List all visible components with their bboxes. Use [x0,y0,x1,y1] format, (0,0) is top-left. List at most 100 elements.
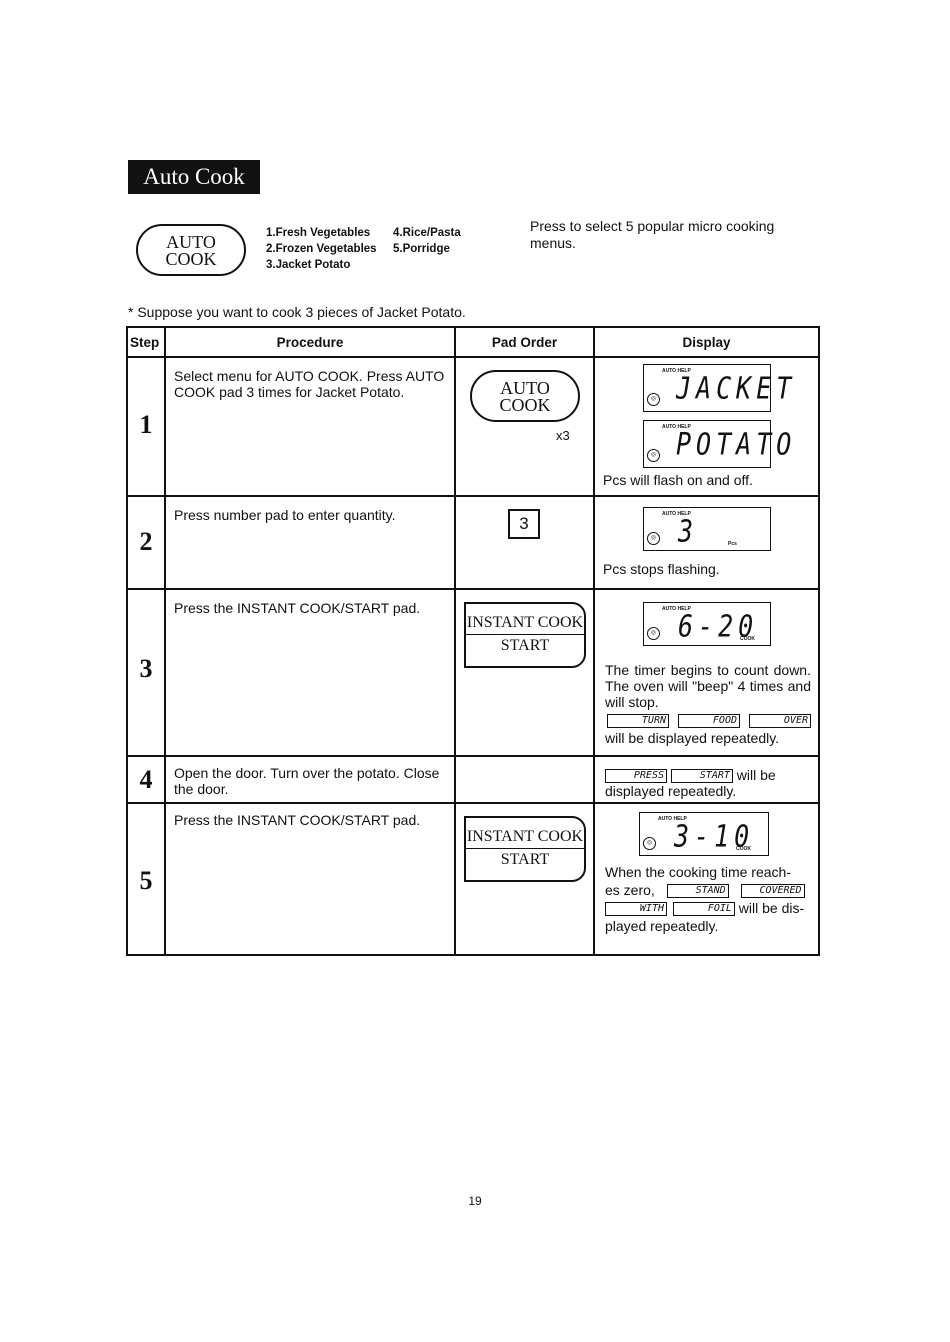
lcd-chip: WITH [605,902,667,917]
display-note: played repeatedly. [605,918,719,934]
lcd-chip: START [670,769,733,784]
step-number-cell: 2 [126,495,166,590]
lcd-display: AUTO HELP ◎ 3 Pcs [643,507,771,551]
menu-list-col2: 4.Rice/Pasta 5.Porridge [393,225,461,257]
lcd-label: AUTO HELP [662,424,691,430]
oven-icon: ◎ [647,449,660,462]
lcd-text: JACKET [676,371,797,406]
procedure-text: Open the door. Turn over the potato. Clo… [174,765,440,797]
pad-line2: START [500,637,550,654]
lcd-unit: Pcs [728,541,737,547]
menu-item: 3.Jacket Potato [266,259,351,271]
step-number: 2 [139,527,153,556]
lcd-text: 3 [678,514,699,549]
page-number: 19 [468,1194,482,1208]
lcd-chip: FOOD [678,714,740,728]
step-number: 3 [139,654,153,683]
lcd-chip: PRESS [605,769,667,784]
step-number-cell: 5 [126,802,166,956]
table-row: 4 Open the door. Turn over the potato. C… [126,755,820,804]
page-title: Auto Cook [128,160,260,194]
procedure-cell: Select menu for AUTO COOK. Press AUTO CO… [164,356,456,497]
display-note: The timer begins to count down. The oven… [605,662,811,710]
chip-row: WITH FOIL will be dis- [605,900,805,917]
table-row: 3 Press the INSTANT COOK/START pad. INST… [126,588,820,757]
display-note: will be dis- [738,900,805,916]
procedure-text: Press the INSTANT COOK/START pad. [174,812,421,828]
pad-order-cell: 3 [454,495,595,590]
step-number-cell: 4 [126,755,166,804]
display-cell: PRESS START will be displayed repeatedly… [593,755,820,804]
chip-row: PRESS START will be [605,767,776,784]
pad-line1: INSTANT COOK [466,826,584,849]
oven-icon: ◎ [647,627,660,640]
table-row: 2 Press number pad to enter quantity. 3 … [126,495,820,590]
pad-line2: COOK [499,395,551,415]
table-header-row: Step Procedure Pad Order Display [126,326,820,358]
step-number: 4 [139,765,153,794]
pad-line2: START [500,851,550,868]
pad-order-cell: INSTANT COOK START [454,588,595,757]
pad-line2: COOK [165,249,217,269]
procedure-cell: Press the INSTANT COOK/START pad. [164,588,456,757]
pad-order-cell: INSTANT COOK START [454,802,595,956]
lcd-display: AUTO HELP ◎ 6-20 COOK [643,602,771,646]
oven-icon: ◎ [647,532,660,545]
table-row: 1 Select menu for AUTO COOK. Press AUTO … [126,356,820,497]
display-cell: AUTO HELP ◎ 3-10 COOK When the cooking t… [593,802,820,956]
lcd-label: AUTO HELP [662,606,691,612]
lcd-chip: TURN [607,714,669,728]
step-number: 5 [139,866,153,895]
display-note: displayed repeatedly. [605,783,737,799]
procedure-cell: Press the INSTANT COOK/START pad. [164,802,456,956]
procedure-cell: Open the door. Turn over the potato. Clo… [164,755,456,804]
auto-cook-pad-icon: AUTO COOK [136,224,246,276]
chip-row: es zero, STAND COVERED [605,882,805,899]
step-number: 1 [139,410,153,439]
lcd-display: AUTO HELP ◎ POTATO [643,420,791,468]
procedure-cell: Press number pad to enter quantity. [164,495,456,590]
lcd-unit: COOK [736,846,751,852]
pad-line1: AUTO [166,232,216,252]
lcd-label: AUTO HELP [662,368,691,374]
oven-icon: ◎ [647,393,660,406]
oven-icon: ◎ [643,837,656,850]
lcd-label: AUTO HELP [658,816,687,822]
lcd-unit: COOK [740,636,755,642]
display-cell: AUTO HELP ◎ 6-20 COOK The timer begins t… [593,588,820,757]
pad-line1: INSTANT COOK [466,612,584,635]
lcd-chip: STAND [666,884,729,899]
header-step: Step [126,326,166,358]
number-pad-key: 3 [508,509,540,539]
lcd-display: AUTO HELP ◎ JACKET [643,364,791,412]
instant-cook-start-pad-icon: INSTANT COOK START [464,816,586,882]
menu-item: 5.Porridge [393,243,450,255]
display-note: es zero, [605,882,655,898]
suppose-note: * Suppose you want to cook 3 pieces of J… [128,304,466,320]
display-cell: AUTO HELP ◎ JACKET AUTO HELP ◎ POTATO Pc… [593,356,820,497]
menu-list-col1: 1.Fresh Vegetables 2.Frozen Vegetables 3… [266,225,377,273]
table-row: 5 Press the INSTANT COOK/START pad. INST… [126,802,820,956]
lcd-display: AUTO HELP ◎ 3-10 COOK [639,812,769,856]
intro-text: Press to select 5 popular micro cooking … [530,218,775,251]
procedure-text: Press number pad to enter quantity. [174,507,396,523]
display-cell: AUTO HELP ◎ 3 Pcs Pcs stops flashing. [593,495,820,590]
header-display: Display [593,326,820,358]
lcd-chip: OVER [749,714,811,728]
display-note: will be [736,767,776,783]
display-note: will be displayed repeatedly. [605,730,780,746]
lcd-text: 3-10 [674,819,755,854]
pad-line1: AUTO [500,378,550,398]
step-number-cell: 1 [126,356,166,497]
display-note: Pcs stops flashing. [603,561,720,577]
pad-order-cell [454,755,595,804]
lcd-text: POTATO [676,427,797,462]
procedure-text: Select menu for AUTO COOK. Press AUTO CO… [174,368,445,400]
steps-table: Step Procedure Pad Order Display 1 Selec… [126,326,820,956]
display-note: When the cooking time reach- [605,864,791,880]
menu-item: 2.Frozen Vegetables [266,243,377,255]
pad-count: x3 [556,428,570,443]
menu-item: 1.Fresh Vegetables [266,227,371,239]
lcd-chip: FOIL [672,902,735,917]
step-number-cell: 3 [126,588,166,757]
